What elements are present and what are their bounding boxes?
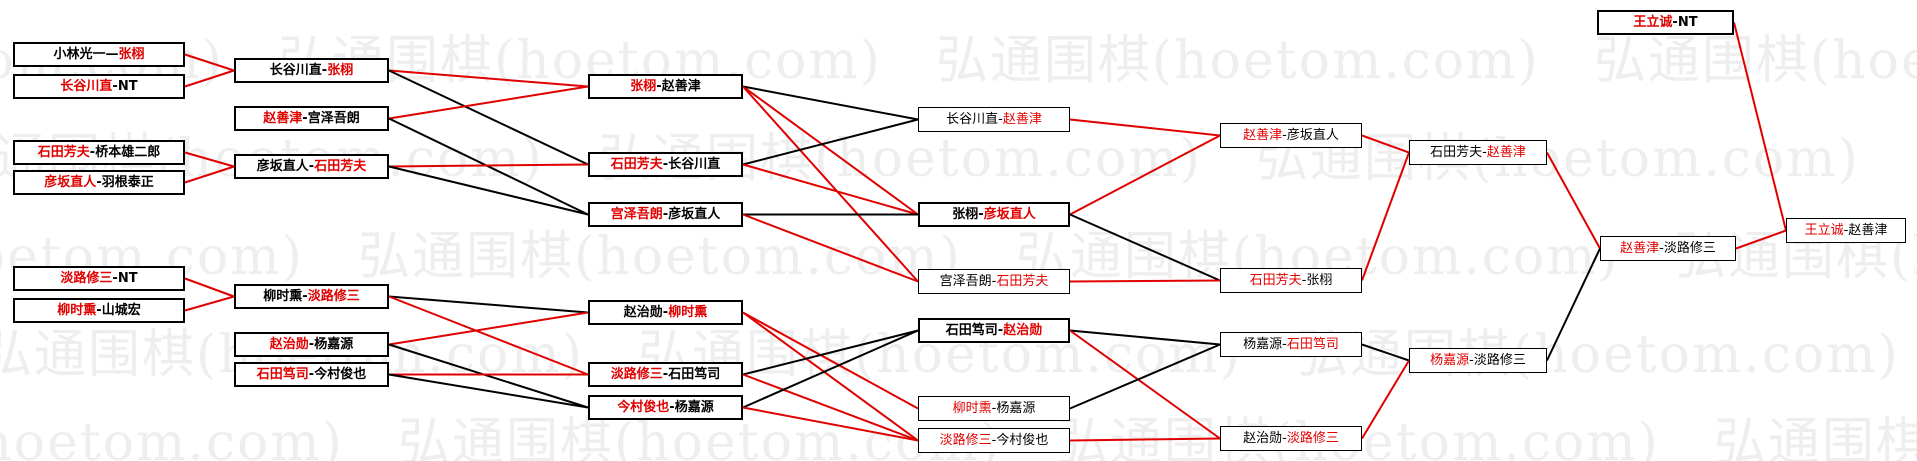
bracket-line-r5_1-r6_1 <box>1361 134 1410 154</box>
bracket-line-r1_1-r2_1 <box>184 53 235 72</box>
bracket-line-r3_5-r4_6 <box>742 373 919 442</box>
match-node-r3-1: 张栩-赵善津 <box>588 74 743 99</box>
match-node-r6-1: 石田芳夫-赵善津 <box>1409 140 1547 165</box>
match-node-r1-6: 柳时熏-山城宏 <box>13 298 185 323</box>
bracket-line-r3_2-r4_1 <box>742 118 919 166</box>
bracket-line-r4_1-r5_1 <box>1069 118 1221 137</box>
bracket-line-r3_2-r4_2 <box>742 163 919 216</box>
bracket-line-r4_3-r5_2 <box>1069 279 1221 283</box>
bracket-line-r3_6-r4_4 <box>742 329 919 409</box>
bracket-line-r4_4-r5_4 <box>1069 329 1221 440</box>
bracket-line-r4_4-r5_3 <box>1069 329 1221 346</box>
match-node-r4-2: 张栩-彦坂直人 <box>918 202 1070 227</box>
bracket-line-r1_5-r2_4 <box>184 277 235 298</box>
bracket-line-r2_4-r3_4 <box>388 295 589 314</box>
bracket-line-r3_4-r4_6 <box>742 311 919 442</box>
match-node-r4-5: 柳时熏-杨嘉源 <box>918 396 1070 421</box>
match-node-r5-3: 杨嘉源-石田笃司 <box>1220 332 1362 357</box>
bracket-line-r1_4-r2_3 <box>184 165 235 184</box>
match-node-r4-3: 宫泽吾朗-石田芳夫 <box>918 269 1070 294</box>
match-node-r4-1: 长谷川直-赵善津 <box>918 107 1070 132</box>
bracket-line-r2_3-r3_2 <box>388 163 589 168</box>
bracket-line-seed-final <box>1733 22 1787 231</box>
match-node-r5-2: 石田芳夫-张栩 <box>1220 268 1362 293</box>
match-node-r3-3: 宫泽吾朗-彦坂直人 <box>588 202 743 227</box>
bracket-line-r4_2-r5_2 <box>1069 213 1221 282</box>
bracket-line-r3_3-r4_3 <box>742 213 919 283</box>
bracket-line-r2_1-r3_2 <box>388 69 589 166</box>
bracket-line-r3_4-r4_5 <box>742 311 919 410</box>
match-node-r6-2: 杨嘉源-淡路修三 <box>1409 348 1547 373</box>
bracket-line-r2_5-r3_6 <box>388 343 589 409</box>
bracket-line-r2_6-r3_6 <box>388 373 589 409</box>
match-node-r1-3: 石田芳夫-桥本雄二郎 <box>13 140 185 165</box>
bracket-line-r2_4-r3_5 <box>388 295 589 376</box>
match-node-r1-4: 彦坂直人-羽根泰正 <box>13 170 185 195</box>
match-node-r1-5: 淡路修三-NT <box>13 266 185 291</box>
bracket-line-r3_6-r4_6 <box>742 406 919 442</box>
bracket-line-r5_4-r6_2 <box>1361 359 1410 440</box>
bracket-line-r3_1-r4_3 <box>742 85 919 283</box>
match-node-r2-3: 彦坂直人-石田芳夫 <box>234 154 389 179</box>
match-node-r4-4: 石田笃司-赵治勋 <box>918 318 1070 343</box>
bracket-line-r3_5-r4_4 <box>742 329 919 376</box>
match-node-r2-2: 赵善津-宫泽吾朗 <box>234 106 389 131</box>
match-node-r2-1: 长谷川直-张栩 <box>234 58 389 83</box>
bracket-line-r7_1-final <box>1735 229 1787 250</box>
match-node-final: 王立诚-赵善津 <box>1786 218 1906 243</box>
match-node-seed: 王立诚-NT <box>1597 10 1734 35</box>
bracket-line-r2_3-r3_3 <box>388 165 589 216</box>
match-node-r3-5: 淡路修三-石田笃司 <box>588 362 743 387</box>
match-node-r2-4: 柳时熏-淡路修三 <box>234 284 389 309</box>
match-node-r1-1: 小林光一—张栩 <box>13 42 185 67</box>
match-node-r5-4: 赵治勋-淡路修三 <box>1220 426 1362 451</box>
match-node-r3-2: 石田芳夫-长谷川直 <box>588 152 743 177</box>
bracket-line-r5_2-r6_1 <box>1361 152 1410 281</box>
match-node-r2-5: 赵治勋-杨嘉源 <box>234 332 389 357</box>
match-node-r3-4: 赵治勋-柳时熏 <box>588 300 743 325</box>
bracket-line-r4_5-r5_3 <box>1069 343 1221 410</box>
bracket-line-r1_2-r2_1 <box>184 69 235 88</box>
match-node-r5-1: 赵善津-彦坂直人 <box>1220 123 1362 148</box>
bracket-line-r3_1-r4_1 <box>742 85 919 121</box>
bracket-line-r3_1-r4_2 <box>742 85 919 216</box>
match-node-r7-1: 赵善津-淡路修三 <box>1600 236 1736 261</box>
match-node-r1-2: 长谷川直-NT <box>13 74 185 99</box>
match-node-r3-6: 今村俊也-杨嘉源 <box>588 395 743 420</box>
bracket-line-r2_5-r3_4 <box>388 311 589 346</box>
bracket-line-r1_3-r2_3 <box>184 151 235 168</box>
bracket-line-r5_3-r6_2 <box>1361 343 1410 362</box>
bracket-line-r4_2-r5_1 <box>1069 134 1221 216</box>
match-node-r4-6: 淡路修三-今村俊也 <box>918 428 1070 453</box>
bracket-line-r2_2-r3_1 <box>388 85 589 120</box>
bracket-line-r2_1-r3_1 <box>388 69 589 88</box>
bracket-line-r6_2-r7_1 <box>1546 248 1601 361</box>
match-node-r2-6: 石田笃司-今村俊也 <box>234 362 389 387</box>
bracket-line-r4_6-r5_4 <box>1069 437 1221 442</box>
bracket-line-r1_6-r2_4 <box>184 295 235 312</box>
bracket-line-r6_1-r7_1 <box>1546 152 1601 249</box>
